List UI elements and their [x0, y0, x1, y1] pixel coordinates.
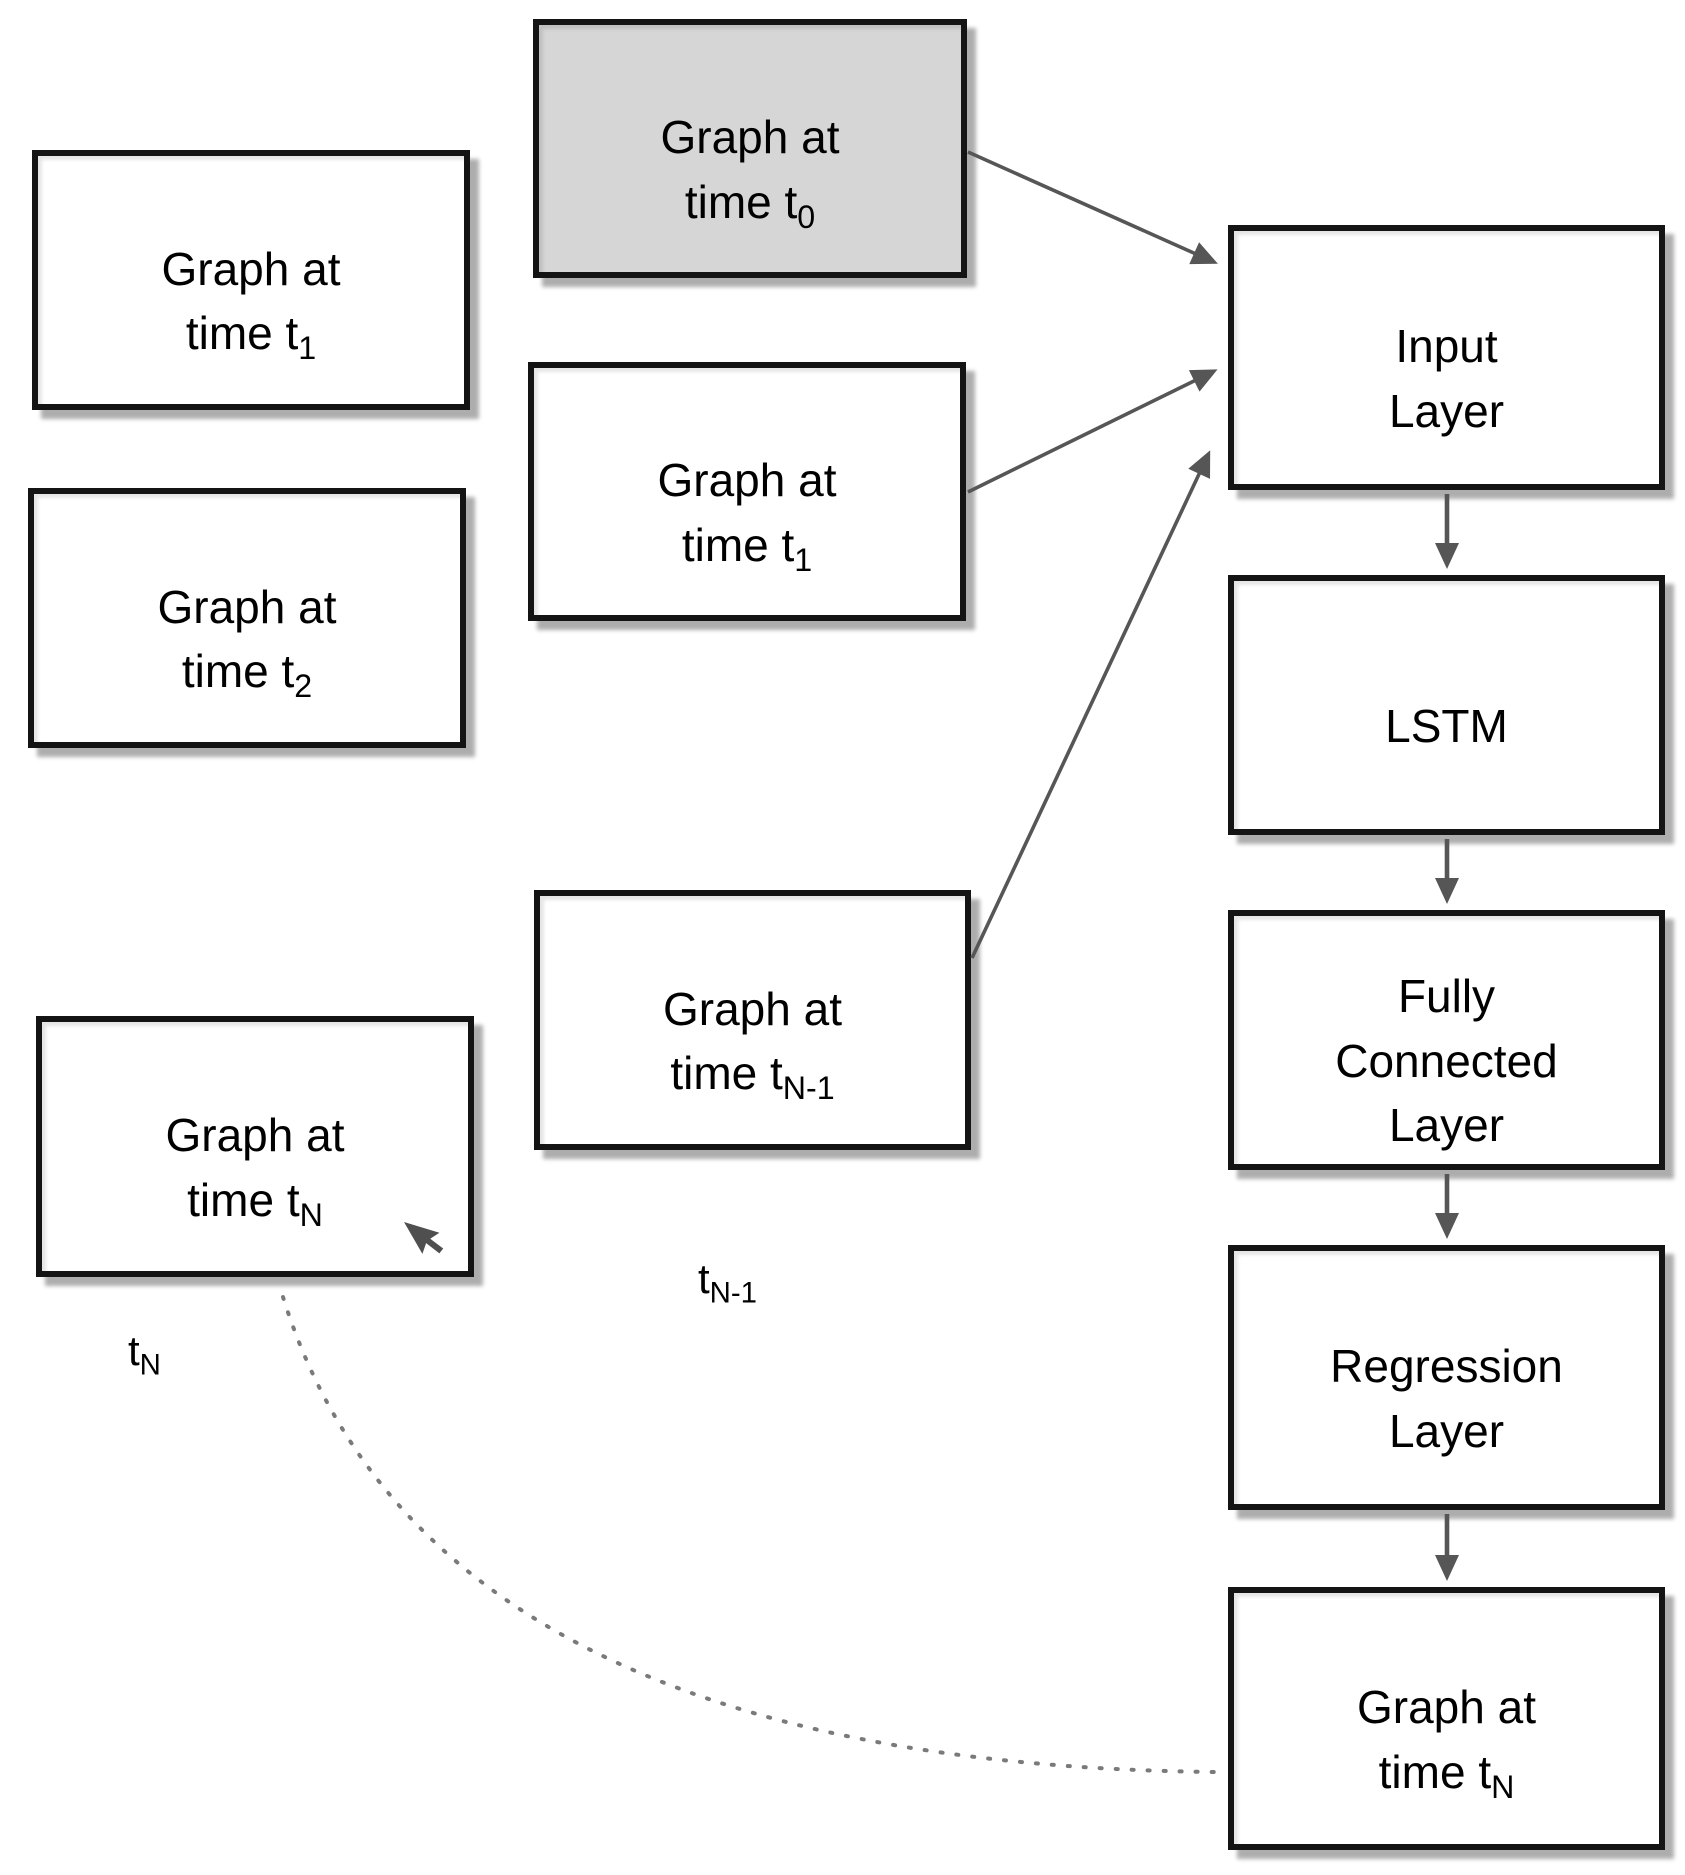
- feedback-dashed-arrow: [281, 1295, 1216, 1774]
- box-label-main: time t: [185, 307, 299, 359]
- arrow-t0-to-input: [967, 150, 1218, 265]
- box-label-line: Regression: [1330, 1340, 1563, 1393]
- box-label-line: time t2: [182, 639, 312, 703]
- label-main: t: [698, 1255, 710, 1302]
- box-graph-t1-center: Graph at time t1: [528, 362, 966, 621]
- box-label-line: Input: [1395, 320, 1498, 373]
- box-label-line: Layer: [1388, 1404, 1505, 1457]
- box-label-main: time t: [681, 518, 795, 571]
- box-label-subscript: N: [299, 1196, 323, 1233]
- box-graph-tN-left: Graph at time tN: [36, 1016, 474, 1277]
- box-label-line: Graph at: [663, 982, 842, 1035]
- box-graph-tN-output: Graph at time tN: [1228, 1587, 1665, 1850]
- label-tN: tN: [128, 1327, 161, 1380]
- box-label-line: time t1: [186, 301, 316, 365]
- box-label-line: Connected: [1335, 1034, 1558, 1087]
- box-label-subscript: 1: [298, 330, 317, 367]
- box-label-subscript: 2: [294, 668, 313, 705]
- label-main: t: [128, 1327, 140, 1374]
- box-fully-connected-layer: Fully Connected Layer: [1228, 910, 1665, 1170]
- box-label-line: Graph at: [660, 111, 840, 164]
- box-lstm: LSTM: [1228, 575, 1665, 835]
- box-label-line: time tN: [187, 1168, 323, 1232]
- box-label-subscript: 0: [797, 198, 816, 235]
- box-label-line: time tN-1: [670, 1041, 834, 1105]
- box-input-layer: Input Layer: [1228, 225, 1665, 490]
- box-regression-layer: Regression Layer: [1228, 1245, 1665, 1510]
- box-label-line: Graph at: [157, 580, 337, 633]
- box-label-line: Graph at: [165, 1109, 345, 1162]
- box-graph-t0: Graph at time t0: [533, 19, 967, 278]
- box-label-main: time t: [181, 645, 295, 697]
- box-graph-t2-left: Graph at time t2: [28, 488, 466, 748]
- box-label-line: Graph at: [1357, 1681, 1536, 1734]
- box-label-line: time t1: [682, 513, 812, 577]
- box-label-line: time tN: [1379, 1740, 1515, 1804]
- label-tN-1: tN-1: [698, 1255, 757, 1308]
- box-graph-t1-left: Graph at time t1: [32, 150, 470, 410]
- box-label-line: Layer: [1388, 1099, 1505, 1152]
- box-label-subscript: N-1: [782, 1070, 835, 1107]
- arrow-t1-to-input: [967, 369, 1218, 494]
- box-label-line: time t0: [685, 170, 815, 234]
- box-label-line: Layer: [1388, 384, 1505, 437]
- arrow-tN-1-to-input: [970, 450, 1211, 959]
- box-label-main: time t: [670, 1047, 783, 1099]
- box-graph-tN-1: Graph at time tN-1: [534, 890, 971, 1150]
- box-label-main: time t: [1378, 1745, 1492, 1798]
- label-subscript: N-1: [709, 1276, 758, 1310]
- box-label-subscript: 1: [794, 541, 813, 578]
- box-label-main: time t: [684, 175, 798, 228]
- box-label-line: Fully: [1397, 970, 1496, 1023]
- box-label-subscript: N: [1491, 1768, 1515, 1805]
- box-label-line: Graph at: [161, 242, 341, 295]
- box-label-line: Graph at: [657, 454, 837, 507]
- box-label-line: LSTM: [1385, 699, 1508, 752]
- box-label-main: time t: [187, 1173, 300, 1226]
- label-subscript: N: [139, 1348, 161, 1382]
